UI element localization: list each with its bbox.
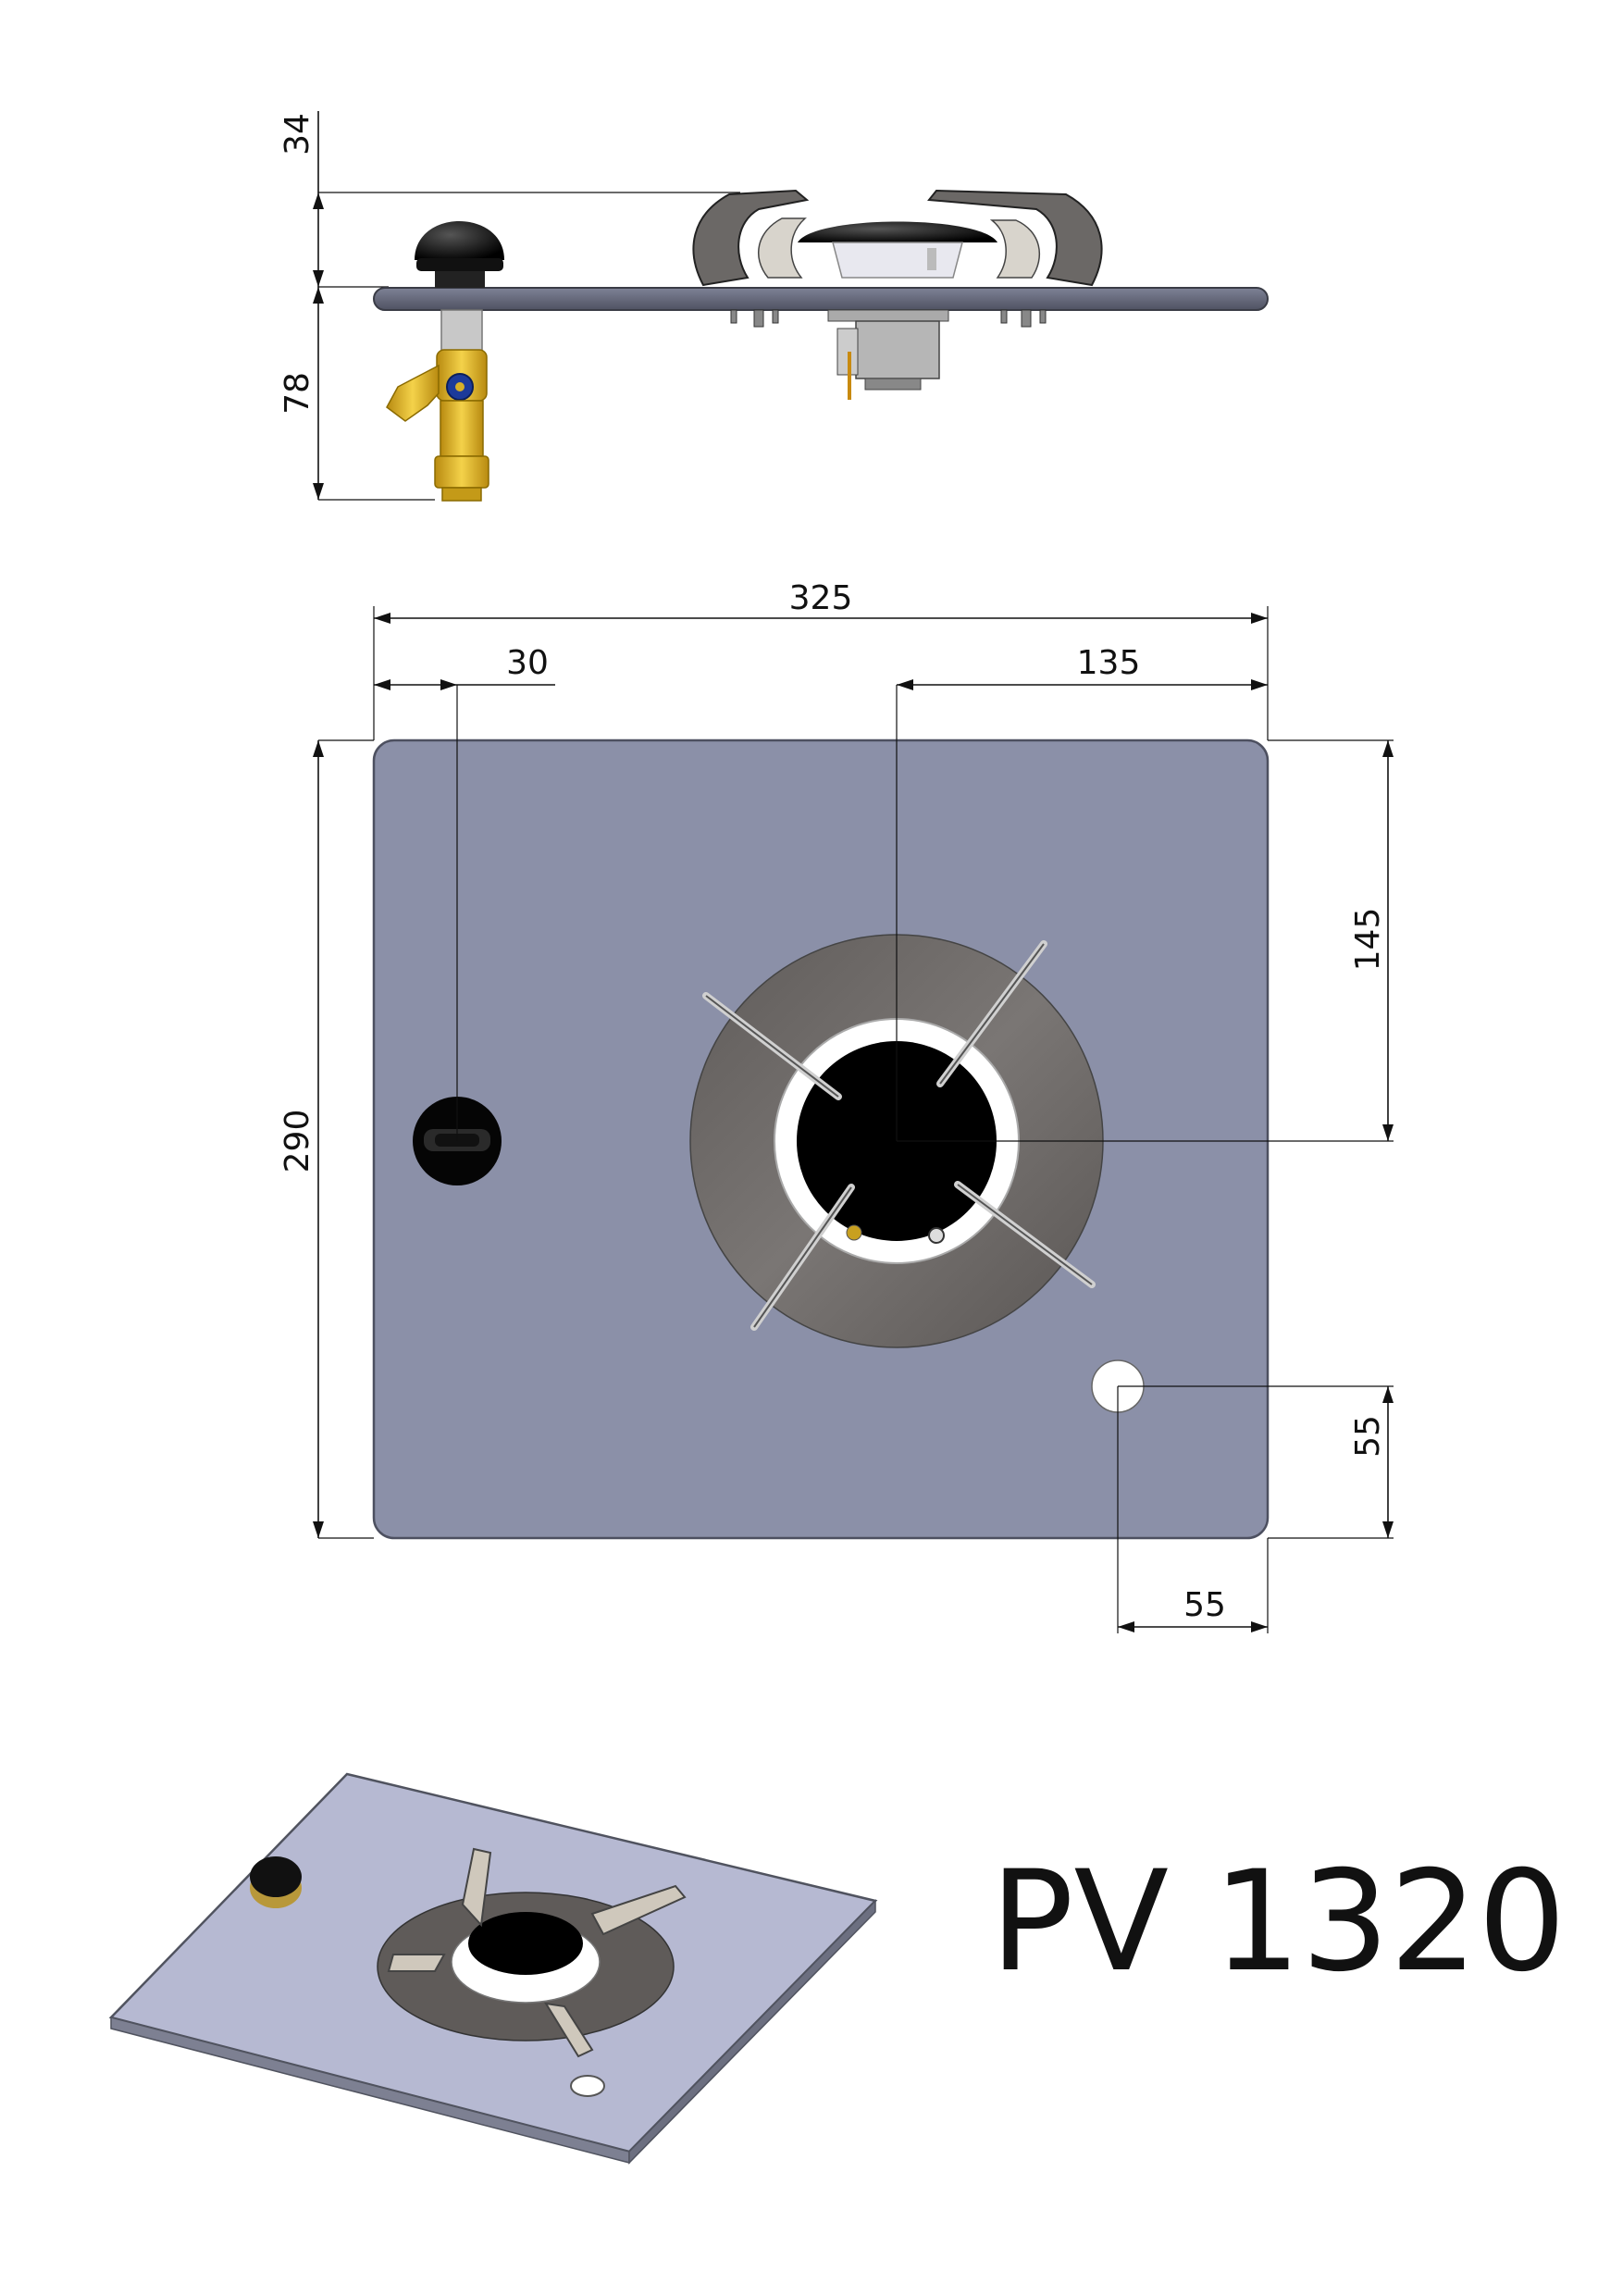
knob-base [435, 271, 485, 288]
dim-side-top: 34 [279, 113, 316, 155]
iso-hole [570, 2075, 605, 2097]
dim-knob-offset: 30 [506, 644, 549, 682]
knob-collar [416, 258, 503, 271]
arrow-up [313, 192, 324, 209]
arrow-up [313, 287, 324, 304]
igniter [846, 1224, 862, 1241]
iso-knob [250, 1856, 302, 1897]
side-view: 34 78 [279, 111, 1269, 502]
top-view: 325 30 135 [279, 579, 1394, 1633]
pan-support-inner-right [989, 219, 1041, 279]
pan-support-left [692, 189, 810, 287]
pan-support-right [927, 189, 1103, 287]
dim-hole-y: 55 [1349, 1415, 1387, 1458]
iso-pan-support [387, 1847, 687, 2058]
iso-view [108, 1772, 878, 2165]
thermocouple [928, 1227, 945, 1244]
dim-overall-depth: 290 [279, 1110, 316, 1173]
dim-side-bottom: 78 [279, 372, 316, 415]
dim-burner-y: 145 [1349, 908, 1387, 972]
knob-cap-side [415, 221, 504, 260]
dim-hole-x: 55 [1183, 1586, 1226, 1624]
gas-valve [386, 309, 489, 502]
model-title: PV 1320 [990, 1842, 1567, 2003]
burner-head-side [832, 242, 963, 279]
mounting-bolts [730, 309, 1047, 328]
arrow-down [313, 270, 324, 287]
burner-cap-side [798, 221, 997, 242]
dim-overall-width: 325 [789, 579, 853, 617]
iso-burner-cap [468, 1912, 583, 1975]
dim-burner-x: 135 [1077, 644, 1141, 682]
plate-side [373, 287, 1269, 311]
arrow-down [313, 483, 324, 500]
pan-support-inner-left [757, 217, 807, 279]
burner-body-under [827, 309, 949, 400]
